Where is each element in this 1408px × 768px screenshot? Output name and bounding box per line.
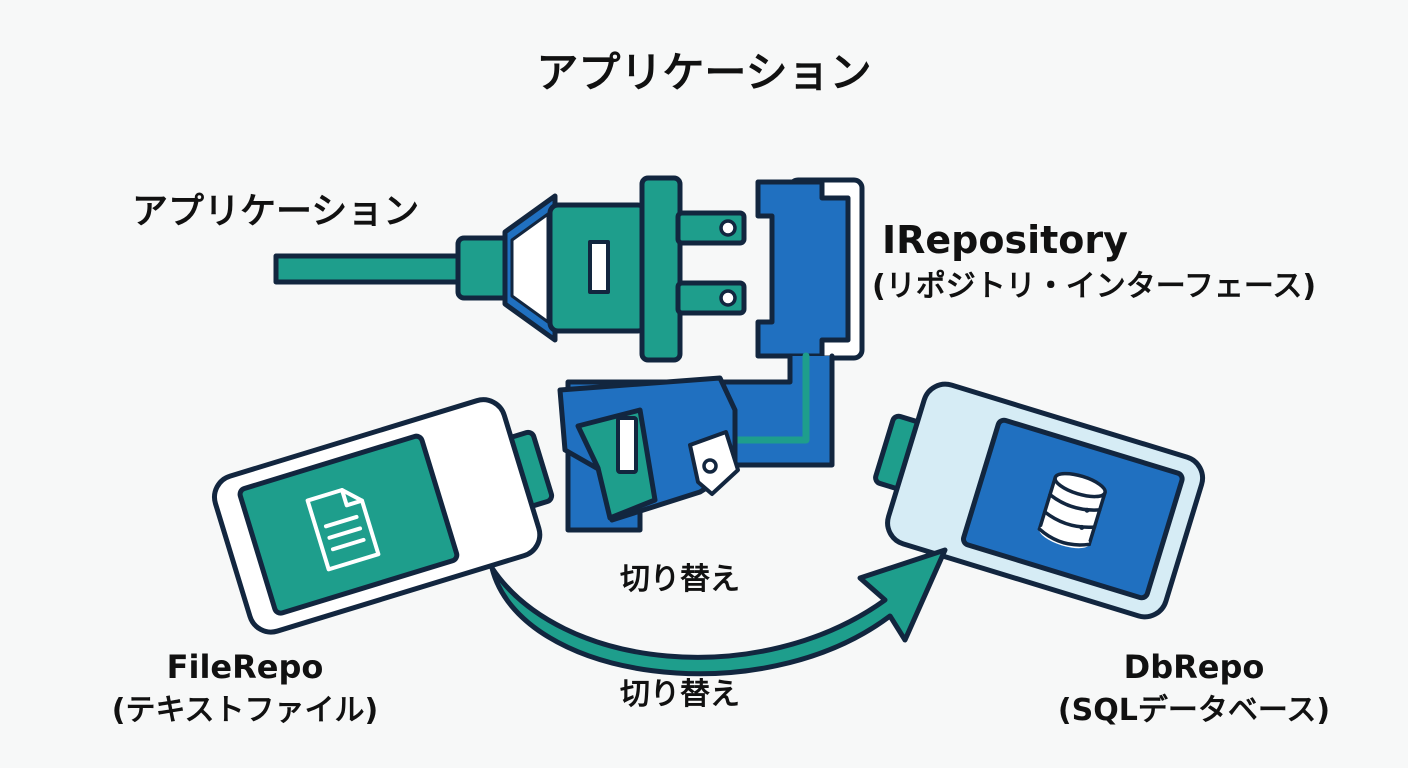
plug-cable [273, 253, 467, 285]
switch-label-upper: 切り替え [620, 562, 740, 597]
database-icon [1037, 471, 1107, 549]
switch-label-lower: 切り替え [620, 677, 740, 712]
plug-icon [273, 175, 747, 363]
document-icon [305, 488, 381, 572]
curved-arrow-icon [489, 547, 948, 677]
plug-prong-top-hole [719, 219, 737, 237]
db-repo-name: DbRepo [1123, 648, 1265, 686]
plug-prong-bottom-hole [719, 289, 737, 307]
file-repo-name: FileRepo [166, 648, 324, 686]
socket-frame [755, 179, 851, 359]
file-repo-battery [212, 397, 555, 635]
application-label: アプリケーション [132, 191, 420, 232]
interface-name: IRepository [882, 218, 1128, 262]
plug-strain-relief [455, 235, 511, 301]
socket-latch-pin [702, 458, 718, 474]
switch-arrow [489, 547, 948, 677]
plug-face [639, 175, 683, 363]
page-title: アプリケーション [536, 48, 872, 97]
file-repo-subtitle: (テキストファイル) [111, 693, 379, 728]
plug-slot [588, 240, 610, 294]
db-repo-subtitle: (SQLデータベース) [1057, 693, 1331, 728]
socket-icon [557, 177, 865, 533]
socket-head-slot [616, 416, 638, 474]
db-repo-battery [873, 381, 1206, 620]
interface-subtitle: (リポジトリ・インターフェース) [872, 269, 1317, 304]
